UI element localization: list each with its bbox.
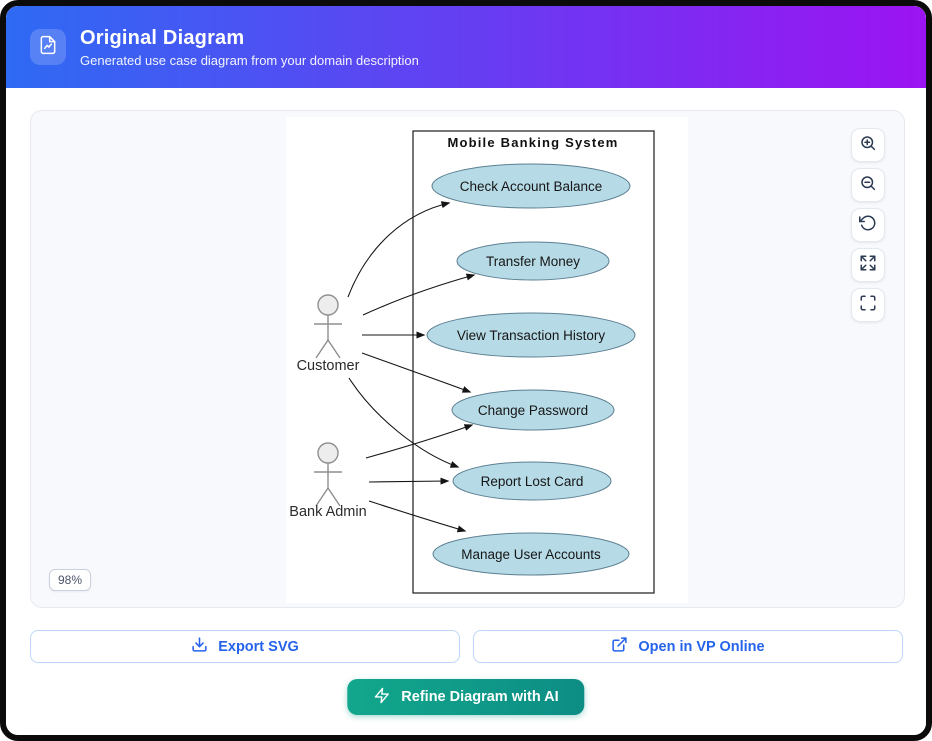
app-panel: Original Diagram Generated use case diag…: [6, 6, 926, 735]
page-title: Original Diagram: [80, 27, 419, 50]
system-title: Mobile Banking System: [447, 135, 618, 150]
open-vp-online-button[interactable]: Open in VP Online: [473, 630, 903, 663]
arrows-pointing-out-icon: [859, 254, 877, 277]
usecase-label: Manage User Accounts: [461, 547, 601, 562]
usecase-view-transaction-history: View Transaction History: [427, 313, 635, 357]
magnifier-plus-icon: [859, 134, 877, 157]
actor-customer: Customer: [297, 295, 360, 374]
actor-label: Bank Admin: [289, 504, 366, 520]
usecase-label: Transfer Money: [486, 254, 580, 269]
refine-diagram-ai-label: Refine Diagram with AI: [401, 689, 558, 705]
fullscreen-brackets-icon: [859, 294, 877, 317]
usecase-label: Report Lost Card: [481, 474, 584, 489]
usecase-check-account-balance: Check Account Balance: [432, 164, 630, 208]
open-vp-online-label: Open in VP Online: [638, 639, 764, 655]
page-subtitle: Generated use case diagram from your dom…: [80, 53, 419, 68]
actor-label: Customer: [297, 358, 360, 374]
diagram-surface[interactable]: Mobile Banking System Check Account Bala…: [286, 117, 688, 603]
actor-bank-admin: Bank Admin: [289, 443, 366, 520]
expand-button[interactable]: [851, 248, 885, 282]
usecase-label: View Transaction History: [457, 328, 606, 343]
export-svg-button[interactable]: Export SVG: [30, 630, 460, 663]
download-icon: [191, 636, 208, 657]
magnifier-minus-icon: [859, 174, 877, 197]
zoom-in-button[interactable]: [851, 128, 885, 162]
reset-view-button[interactable]: [851, 208, 885, 242]
zoom-toolbar: [851, 128, 885, 322]
usecase-label: Change Password: [478, 403, 588, 418]
diagram-canvas: Mobile Banking System Check Account Bala…: [30, 110, 905, 608]
export-svg-label: Export SVG: [218, 639, 299, 655]
header-icon-chip: [30, 29, 66, 65]
usecase-transfer-money: Transfer Money: [457, 242, 609, 280]
header-texts: Original Diagram Generated use case diag…: [80, 27, 419, 68]
lightning-bolt-icon: [373, 687, 390, 708]
zoom-level-badge: 98%: [49, 569, 91, 591]
zoom-out-button[interactable]: [851, 168, 885, 202]
refine-diagram-ai-button[interactable]: Refine Diagram with AI: [347, 679, 584, 715]
external-link-icon: [611, 636, 628, 657]
usecase-change-password: Change Password: [452, 390, 614, 430]
usecase-label: Check Account Balance: [460, 179, 603, 194]
document-chart-icon: [38, 35, 58, 60]
fullscreen-button[interactable]: [851, 288, 885, 322]
usecase-report-lost-card: Report Lost Card: [453, 462, 611, 500]
usecase-manage-user-accounts: Manage User Accounts: [433, 533, 629, 575]
rotate-ccw-icon: [859, 214, 877, 237]
header-bar: Original Diagram Generated use case diag…: [6, 6, 926, 88]
